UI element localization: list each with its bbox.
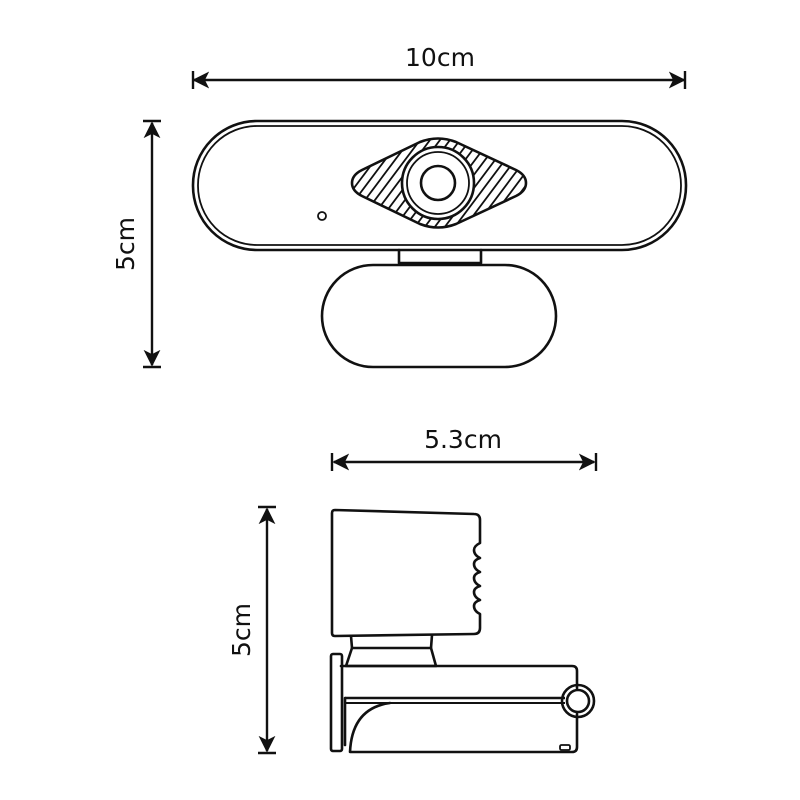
webcam-front-view <box>191 119 688 369</box>
lens-ring-outer <box>400 145 476 221</box>
camera-base <box>320 263 558 369</box>
hinge-knob-outer <box>560 683 596 719</box>
camera-neck <box>397 248 483 265</box>
swivel-joint <box>349 633 434 650</box>
camera-body-outer <box>191 119 688 252</box>
front-width-dimension: 10cm <box>191 43 687 89</box>
webcam-side-view <box>329 508 596 754</box>
front-height-dimension: 5cm <box>111 119 161 369</box>
clip-back-plate <box>329 652 344 753</box>
clip-arm-lower <box>348 701 579 754</box>
side-depth-dimension: 5.3cm <box>330 425 598 471</box>
side-depth-label: 5.3cm <box>424 425 502 454</box>
front-height-label: 5cm <box>111 217 140 271</box>
camera-head-side <box>330 508 482 638</box>
indicator-led <box>317 211 327 221</box>
clip-arm-upper <box>339 664 579 690</box>
lens-plate <box>350 137 528 229</box>
lens-glass <box>419 164 457 202</box>
side-height-label: 5cm <box>227 603 256 657</box>
side-height-dimension: 5cm <box>227 505 276 755</box>
hinge-knob-inner <box>565 688 591 714</box>
camera-body-inner <box>197 125 682 246</box>
lens-ring-middle <box>406 151 470 215</box>
front-width-label: 10cm <box>405 43 475 72</box>
